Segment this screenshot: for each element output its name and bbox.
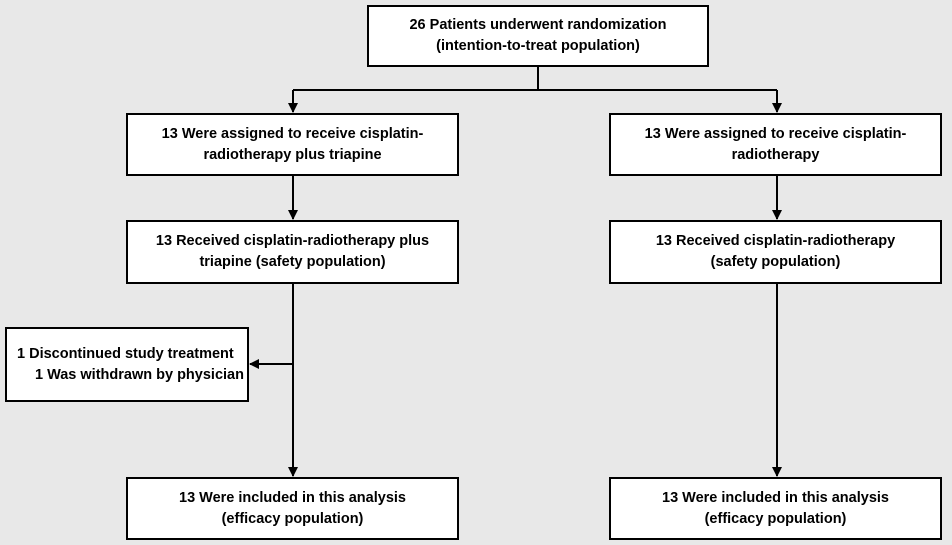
randomization-line-2: (intention-to-treat population) — [436, 38, 640, 54]
left-assigned-box: 13 Were assigned to receive cisplatin- r… — [126, 113, 459, 176]
discontinued-line-2: 1 Was withdrawn by physician — [35, 366, 244, 383]
left-analysis-line-1: 13 Were included in this analysis — [179, 489, 406, 506]
right-analysis-line-2: (efficacy population) — [704, 510, 847, 527]
left-assigned-line-2: radiotherapy plus triapine — [203, 146, 382, 163]
left-assigned-line-1: 13 Were assigned to receive cisplatin- — [161, 125, 424, 142]
left-received-box: 13 Received cisplatin-radiotherapy plus … — [126, 220, 459, 284]
right-received-line-2: (safety population) — [710, 254, 841, 270]
right-received-box: 13 Received cisplatin-radiotherapy (safe… — [609, 220, 942, 284]
right-received-line-1: 13 Received cisplatin-radiotherapy — [655, 233, 896, 249]
right-assigned-box: 13 Were assigned to receive cisplatin- r… — [609, 113, 942, 176]
left-analysis-line-2: (efficacy population) — [221, 510, 364, 527]
randomization-box: 26 Patients underwent randomization (int… — [367, 5, 709, 67]
right-assigned-line-2: radiotherapy — [731, 146, 820, 163]
left-received-line-1: 13 Received cisplatin-radiotherapy plus — [155, 233, 430, 249]
discontinued-box: 1 Discontinued study treatment 1 Was wit… — [5, 327, 249, 402]
left-received-line-2: triapine (safety population) — [199, 254, 386, 270]
discontinued-line-1: 1 Discontinued study treatment — [17, 345, 234, 362]
right-analysis-box: 13 Were included in this analysis (effic… — [609, 477, 942, 540]
left-analysis-box: 13 Were included in this analysis (effic… — [126, 477, 459, 540]
randomization-line-1: 26 Patients underwent randomization — [409, 17, 667, 33]
right-assigned-line-1: 13 Were assigned to receive cisplatin- — [644, 125, 907, 142]
right-analysis-line-1: 13 Were included in this analysis — [662, 489, 889, 506]
